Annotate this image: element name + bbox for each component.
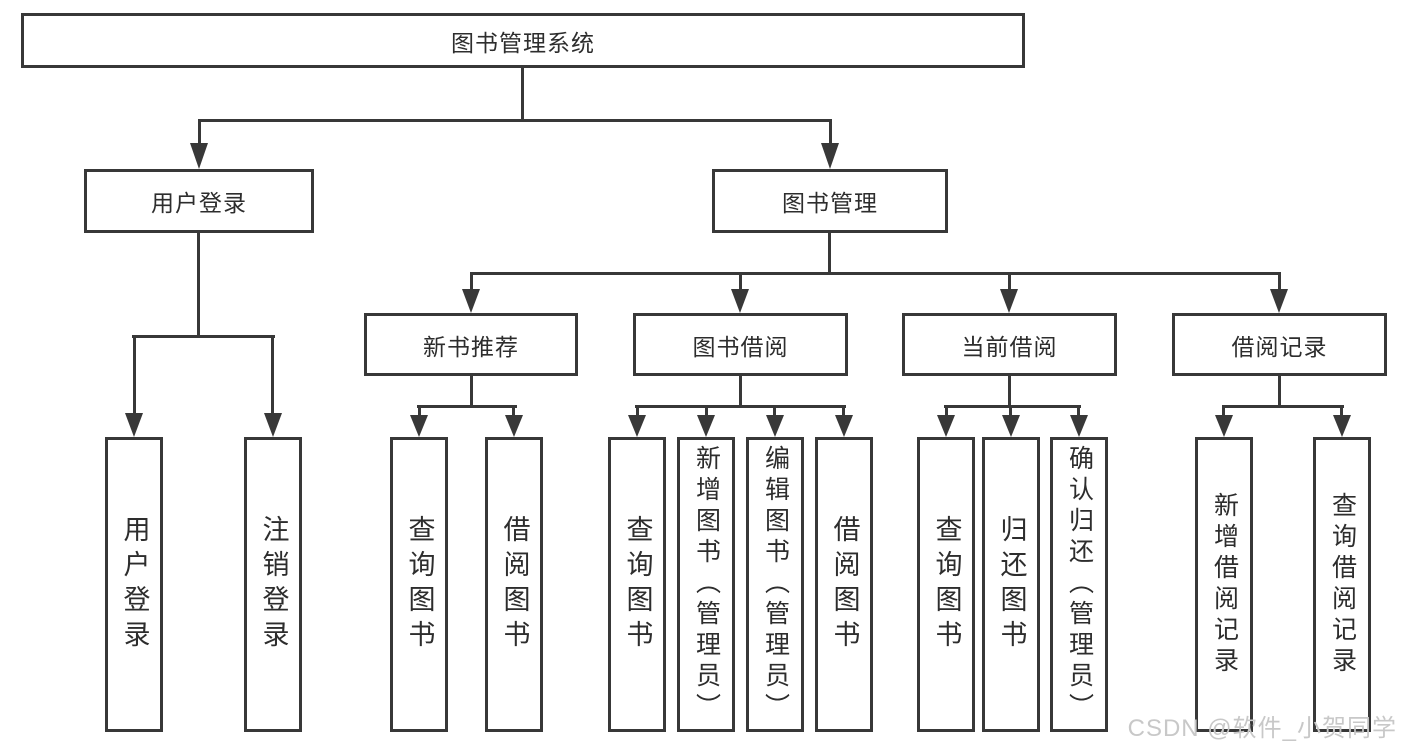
leaf-borrow-books: 借阅图书 (815, 437, 873, 732)
leaf-query-books-recommend: 查询图书 (390, 437, 448, 732)
leaf-return-books: 归还图书 (982, 437, 1040, 732)
leaf-confirm-return-admin: 确认归还（管理员） (1050, 437, 1108, 732)
edge-leaf-shaft (1077, 405, 1080, 418)
leaf-borrow-books-recommend-label: 借阅图书 (499, 514, 530, 655)
edge-user-login-stem (197, 233, 200, 338)
edge-book-management-shaft (829, 119, 832, 145)
edge-new-book-stem (470, 376, 473, 408)
edge-level2-horizontal (198, 119, 832, 122)
leaf-return-books-label: 归还图书 (996, 514, 1027, 655)
arrowhead-icon (462, 289, 480, 313)
edge-leaf-shaft (1009, 405, 1012, 418)
edge-book-borrowing-stem (739, 376, 742, 408)
edge-leaf-shaft (271, 335, 274, 415)
leaf-query-borrow-record-label: 查询借阅记录 (1328, 491, 1357, 678)
edge-leaf-shaft (1340, 405, 1343, 418)
edge-level3-horizontal (470, 272, 1281, 275)
leaf-borrow-books-label: 借阅图书 (829, 514, 860, 655)
edge-borrowing-records-horizontal (1222, 405, 1344, 408)
arrowhead-icon (505, 415, 523, 437)
arrowhead-icon (1000, 289, 1018, 313)
leaf-query-books-current: 查询图书 (917, 437, 975, 732)
leaf-add-books-admin-label: 新增图书（管理员） (692, 445, 721, 724)
edge-book-borrowing-shaft (739, 272, 742, 290)
arrowhead-icon (1215, 415, 1233, 437)
arrowhead-icon (628, 415, 646, 437)
edge-new-book-horizontal (417, 405, 517, 408)
arrowhead-icon (1270, 289, 1288, 313)
leaf-add-books-admin: 新增图书（管理员） (677, 437, 735, 732)
edge-root-stem (521, 68, 524, 122)
node-user-login: 用户登录 (84, 169, 314, 233)
edge-current-borrowing-shaft (1008, 272, 1011, 290)
node-book-management: 图书管理 (712, 169, 948, 233)
arrowhead-icon (1002, 415, 1020, 437)
leaf-user-login: 用户登录 (105, 437, 163, 732)
leaf-add-borrow-record: 新增借阅记录 (1195, 437, 1253, 732)
arrowhead-icon (821, 143, 839, 169)
arrowhead-icon (410, 415, 428, 437)
leaf-logout: 注销登录 (244, 437, 302, 732)
arrowhead-icon (835, 415, 853, 437)
edge-user-login-shaft (198, 119, 201, 145)
node-book-borrowing-label: 图书借阅 (692, 333, 789, 360)
leaf-query-books-borrowing-label: 查询图书 (622, 514, 653, 655)
leaf-query-borrow-record: 查询借阅记录 (1313, 437, 1371, 732)
edge-borrowing-records-shaft (1278, 272, 1281, 290)
edge-user-login-horizontal (132, 335, 275, 338)
node-new-book-recommend-label: 新书推荐 (423, 333, 519, 360)
edge-leaf-shaft (418, 405, 421, 418)
leaf-logout-label: 注销登录 (258, 514, 289, 655)
arrowhead-icon (697, 415, 715, 437)
leaf-user-login-label: 用户登录 (119, 514, 150, 655)
edge-new-book-shaft (470, 272, 473, 290)
edge-leaf-shaft (512, 405, 515, 418)
leaf-confirm-return-admin-label: 确认归还（管理员） (1065, 445, 1094, 724)
arrowhead-icon (1333, 415, 1351, 437)
arrowhead-icon (937, 415, 955, 437)
edge-leaf-shaft (773, 405, 776, 418)
edge-leaf-shaft (705, 405, 708, 418)
node-borrowing-records-label: 借阅记录 (1231, 333, 1328, 360)
leaf-query-books-recommend-label: 查询图书 (404, 514, 435, 655)
leaf-query-books-borrowing: 查询图书 (608, 437, 666, 732)
node-current-borrowing: 当前借阅 (902, 313, 1117, 376)
arrowhead-icon (1070, 415, 1088, 437)
edge-leaf-shaft (945, 405, 948, 418)
arrowhead-icon (264, 413, 282, 437)
node-root-label: 图书管理系统 (451, 29, 595, 56)
edge-book-management-stem (828, 233, 831, 275)
node-root: 图书管理系统 (21, 13, 1025, 68)
node-book-borrowing: 图书借阅 (633, 313, 848, 376)
leaf-edit-books-admin-label: 编辑图书（管理员） (761, 445, 790, 724)
edge-borrowing-records-stem (1278, 376, 1281, 408)
edge-leaf-shaft (636, 405, 639, 418)
edge-leaf-shaft (842, 405, 845, 418)
edge-leaf-shaft (133, 335, 136, 415)
leaf-query-books-current-label: 查询图书 (931, 514, 962, 655)
node-borrowing-records: 借阅记录 (1172, 313, 1387, 376)
leaf-add-borrow-record-label: 新增借阅记录 (1210, 491, 1239, 678)
arrowhead-icon (190, 143, 208, 169)
csdn-watermark: CSDN @软件_小贺同学 (1127, 715, 1397, 742)
arrowhead-icon (731, 289, 749, 313)
arrowhead-icon (766, 415, 784, 437)
node-new-book-recommend: 新书推荐 (364, 313, 578, 376)
edge-leaf-shaft (1222, 405, 1225, 418)
node-book-management-label: 图书管理 (782, 190, 878, 216)
edge-current-borrowing-stem (1008, 376, 1011, 408)
edge-current-borrowing-horizontal (944, 405, 1081, 408)
leaf-borrow-books-recommend: 借阅图书 (485, 437, 543, 732)
arrowhead-icon (125, 413, 143, 437)
leaf-edit-books-admin: 编辑图书（管理员） (746, 437, 804, 732)
node-current-borrowing-label: 当前借阅 (961, 333, 1058, 360)
node-user-login-label: 用户登录 (151, 190, 247, 216)
edge-book-borrowing-horizontal (635, 405, 846, 408)
